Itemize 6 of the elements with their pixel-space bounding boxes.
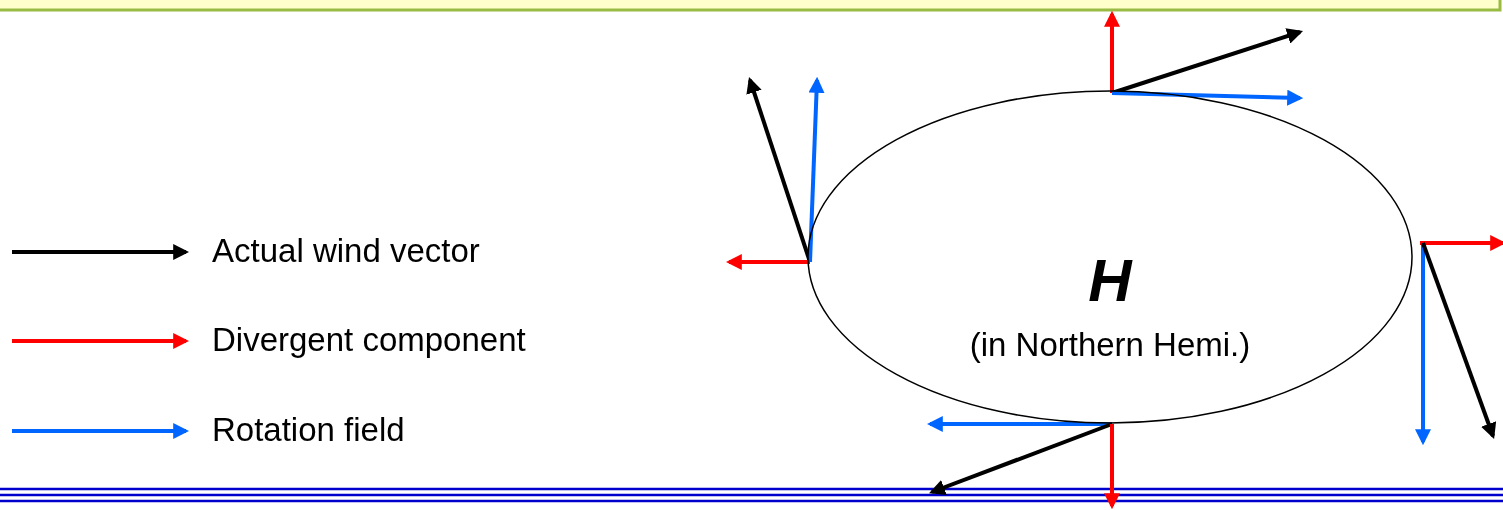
pressure-symbol: H: [1087, 251, 1134, 311]
region-note: (in Northern Hemi.): [968, 328, 1252, 361]
legend-label: Divergent component: [212, 323, 526, 356]
legend-label: Actual wind vector: [212, 234, 480, 267]
high-pressure-ellipse: [808, 91, 1412, 423]
legend-label: Rotation field: [212, 413, 405, 446]
